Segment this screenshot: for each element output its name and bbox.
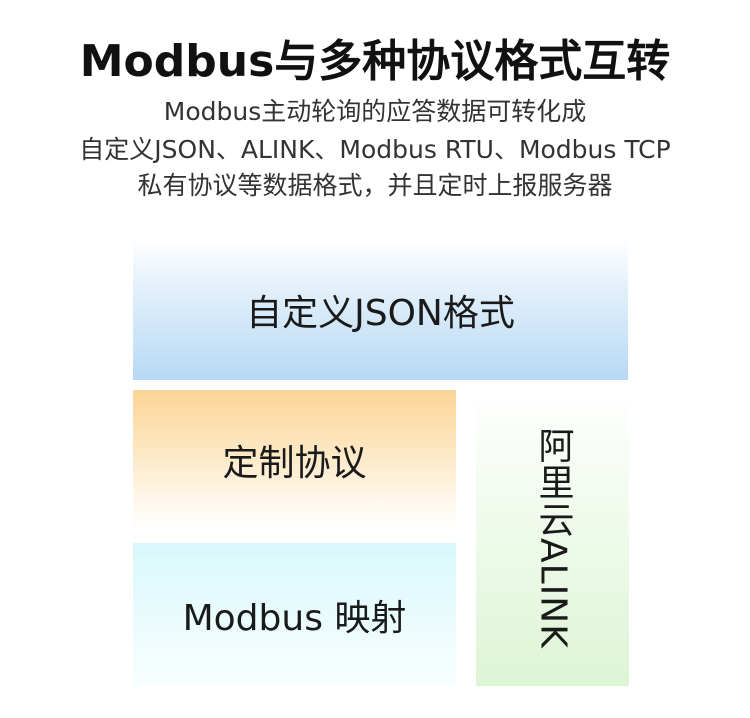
custom-protocol-label: 定制协议 bbox=[222, 443, 367, 484]
json-format-label: 自定义JSON格式 bbox=[246, 293, 515, 334]
subtitle-line-1: Modbus主动轮询的应答数据可转化成 bbox=[163, 97, 587, 126]
subtitle-line-3: 私有协议等数据格式，并且定时上报服务器 bbox=[137, 171, 613, 200]
modbus-mapping-block: Modbus 映射 bbox=[133, 543, 456, 686]
page-title: Modbus与多种协议格式互转 bbox=[79, 36, 671, 87]
subtitle-line-2: 自定义JSON、ALINK、Modbus RTU、Modbus TCP bbox=[79, 135, 671, 164]
modbus-mapping-label: Modbus 映射 bbox=[182, 597, 407, 639]
aliyun-alink-label: 阿里云ALINK bbox=[532, 427, 574, 649]
aliyun-alink-block: 阿里云ALINK bbox=[476, 390, 629, 686]
custom-protocol-block: 定制协议 bbox=[133, 390, 456, 530]
json-format-block: 自定义JSON格式 bbox=[133, 240, 628, 380]
